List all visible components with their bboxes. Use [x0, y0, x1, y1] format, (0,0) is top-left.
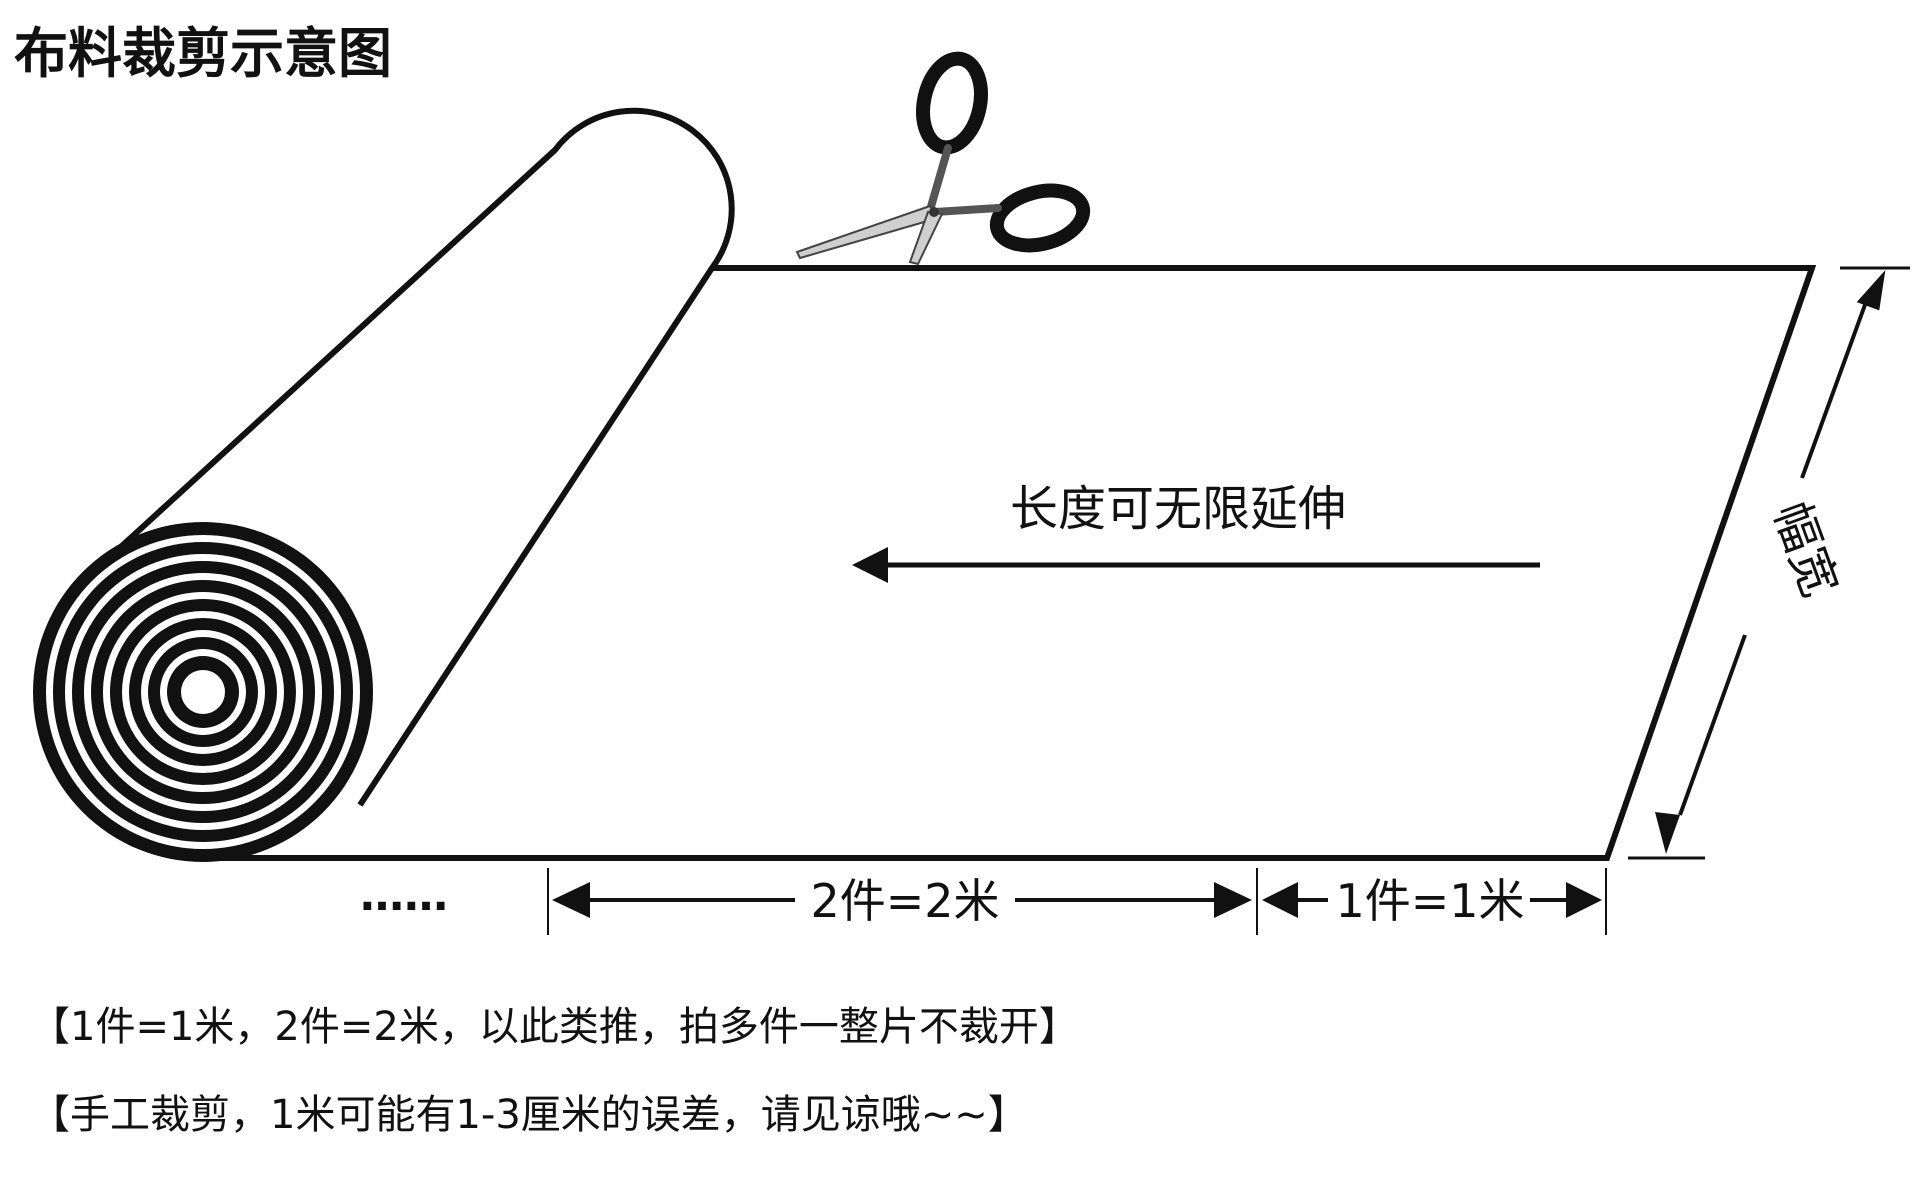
dimension-one-label: 1件=1米: [1335, 874, 1524, 928]
width-dimension: [1628, 266, 1910, 860]
width-label: 幅宽: [1762, 495, 1847, 604]
fabric-sheet: [200, 265, 1817, 861]
note-line-1: 【1件=1米，2件=2米，以此类推，拍多件一整片不裁开】: [30, 1004, 1079, 1050]
note-line-2: 【手工裁剪，1米可能有1-3厘米的误差，请见谅哦~~】: [30, 1092, 1028, 1138]
scissors-icon: [795, 51, 1091, 266]
ellipsis-text: ……: [360, 870, 448, 921]
dimension-two-label: 2件=2米: [810, 874, 999, 928]
length-dimensions: [547, 868, 1607, 935]
length-label: 长度可无限延伸: [1010, 481, 1346, 537]
diagram-title: 布料裁剪示意图: [14, 22, 392, 85]
length-arrow: [852, 547, 1540, 583]
fabric-roll-icon: [33, 107, 735, 862]
